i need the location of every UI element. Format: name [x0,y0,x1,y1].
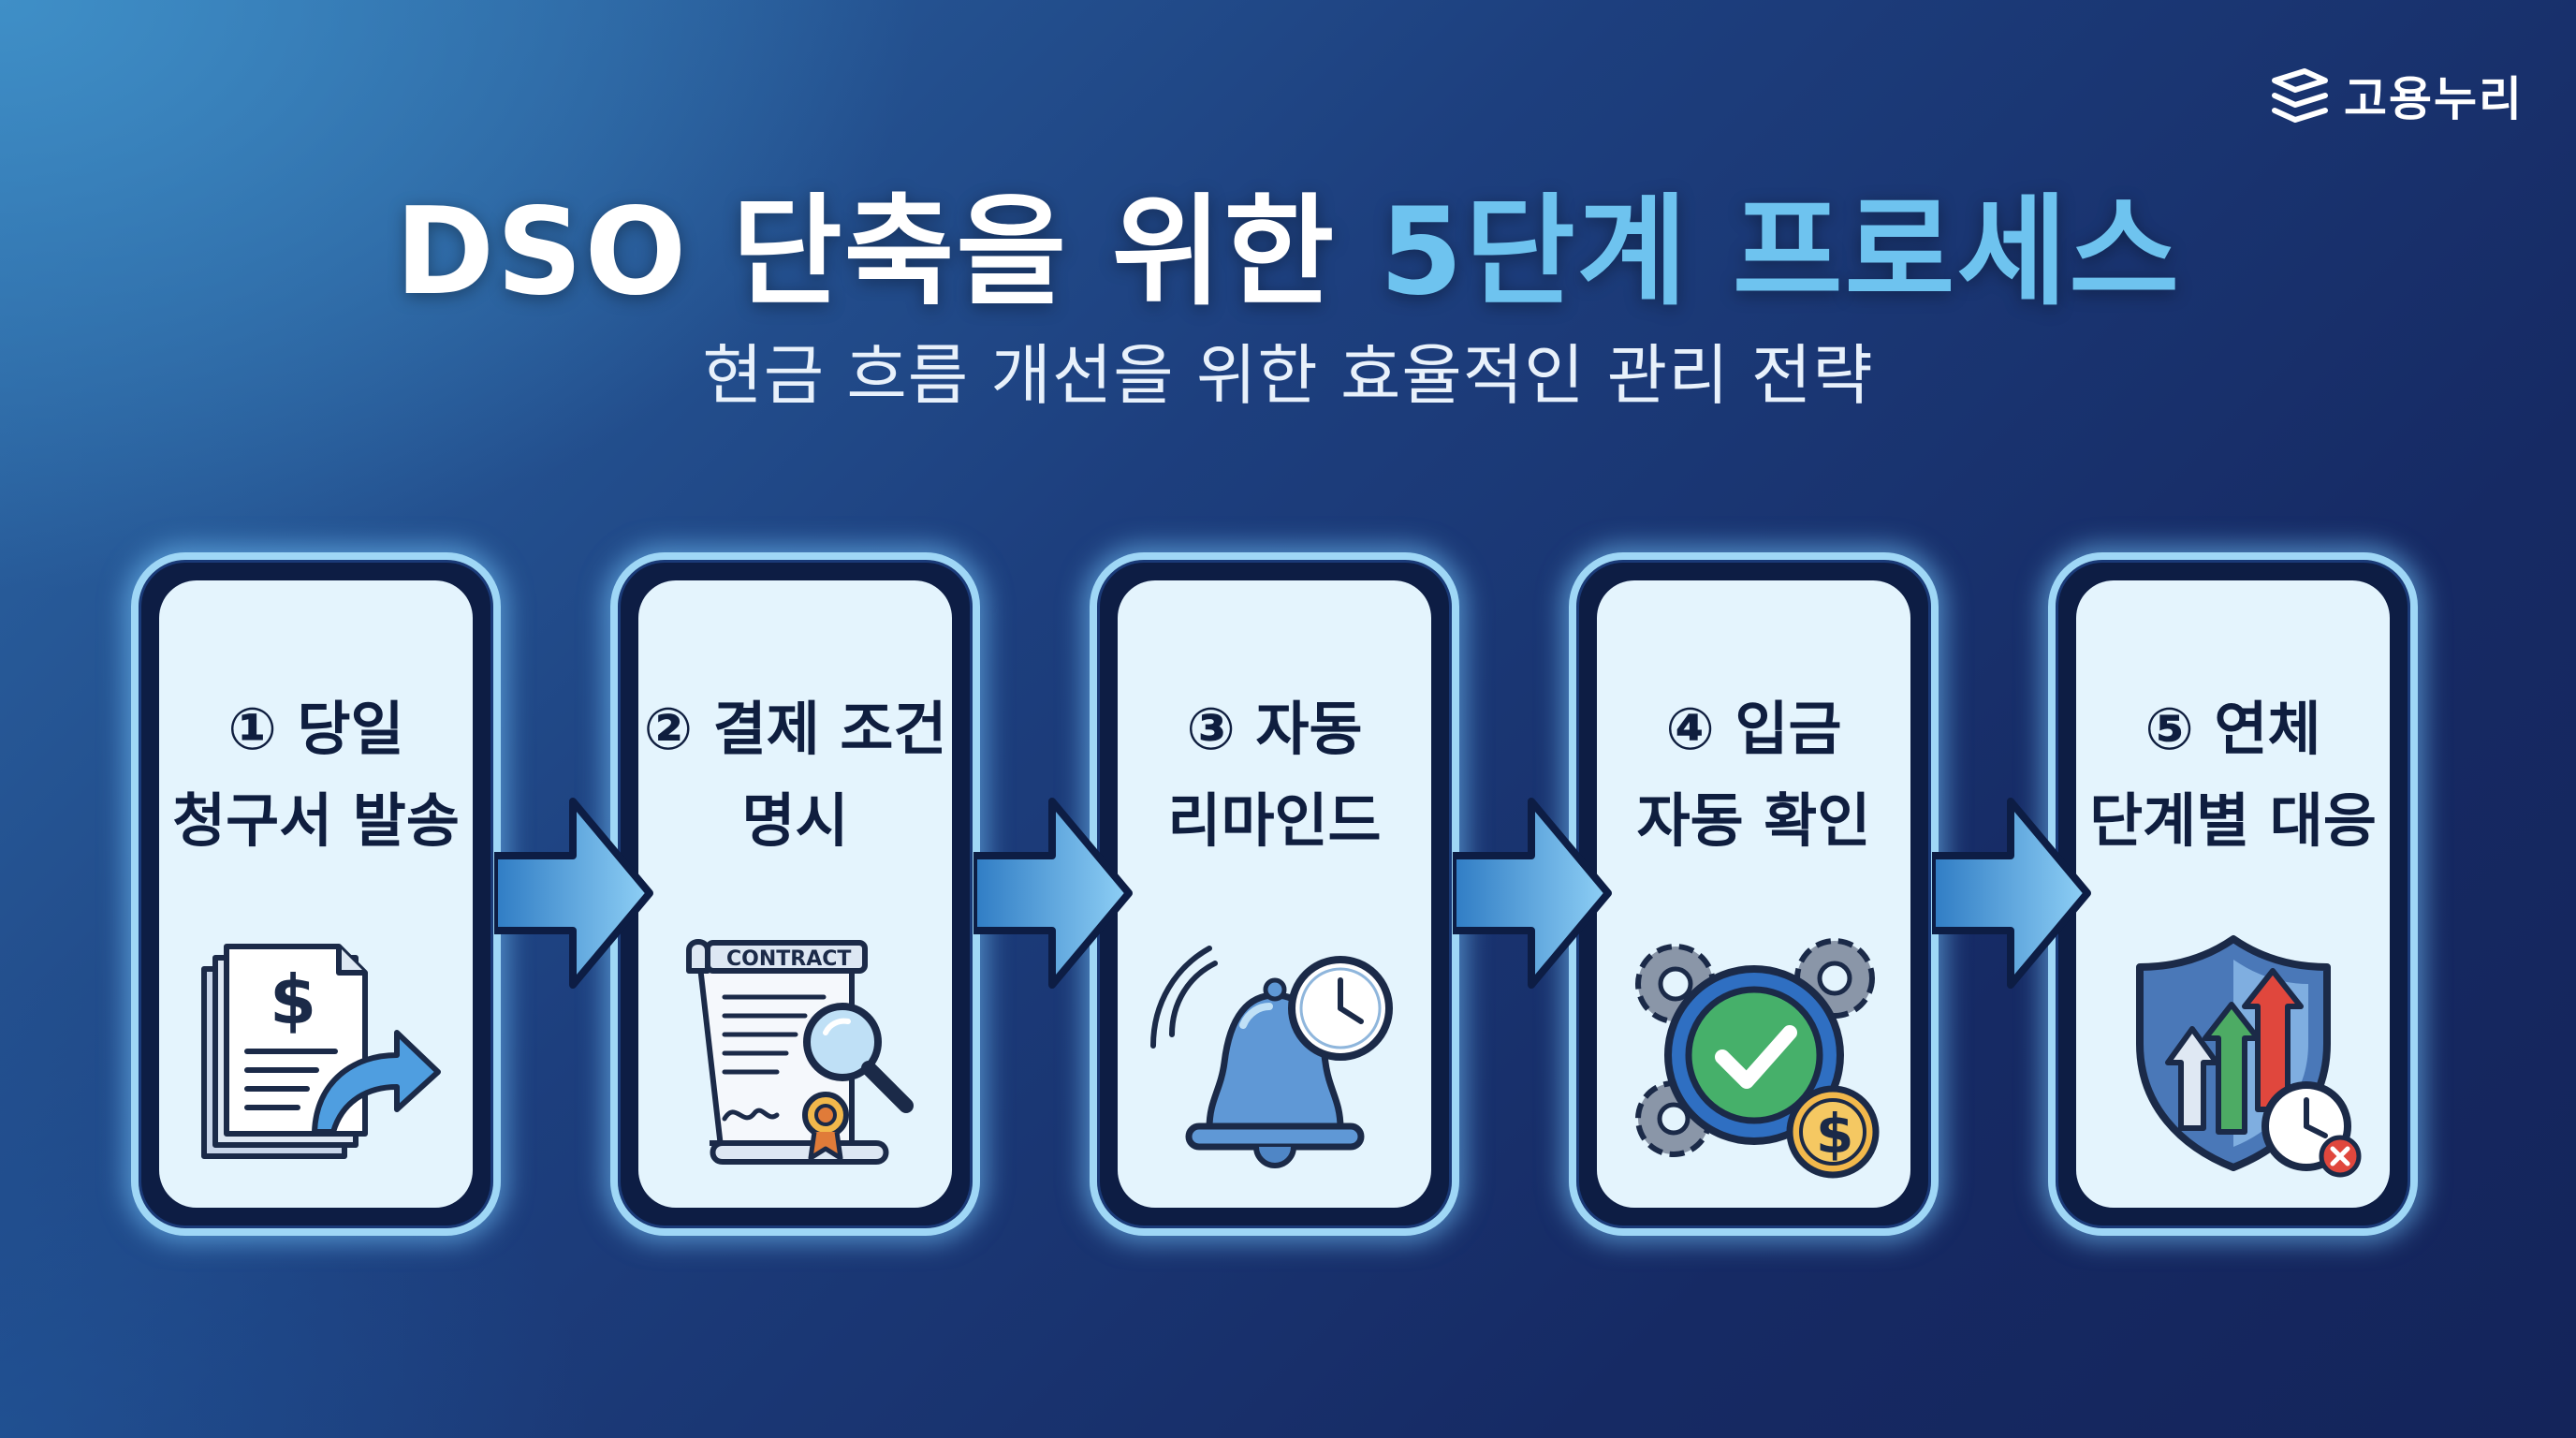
step-label: ④ 입금 자동 확인 [1597,683,1910,867]
step-label-line1: ③ 자동 [1186,695,1363,763]
bell-clock-icon [1149,946,1393,1168]
step-label-line1: ⑤ 연체 [2144,695,2321,763]
contract-icon: CONTRACT [685,939,914,1165]
step-label-line2: 리마인드 [1167,786,1382,855]
brand-name: 고용누리 [2344,72,2524,126]
title-main: DSO 단축을 위한 [395,183,1380,322]
flow-arrow-2 [973,798,1133,989]
step-card-body: ③ 자동 리마인드 [1118,580,1431,1208]
brand-mark-icon [2272,68,2328,123]
svg-text:$: $ [270,961,316,1039]
step-card-body: ① 당일 청구서 발송 $ [159,580,473,1208]
step-card-4: ④ 입금 자동 확인 $ [1569,552,1939,1236]
brand-logo: 고용누리 [2267,62,2524,129]
step-label-line2: 청구서 발송 [172,786,460,855]
step-label-line2: 명시 [741,786,849,855]
step-card-5: ⑤ 연체 단계별 대응 [2048,552,2418,1236]
step-label: ① 당일 청구서 발송 [159,683,473,867]
shield-chart-icon [2135,935,2361,1178]
page-subtitle: 현금 흐름 개선을 위한 효율적인 관리 전략 [702,337,1874,414]
step-label-line2: 단계별 대응 [2089,786,2377,855]
step-label: ② 결제 조건 명시 [638,683,952,867]
title-accent: 5단계 프로세스 [1379,183,2181,322]
step-label-line1: ② 결제 조건 [643,695,947,763]
gear-check-coin-icon: $ [1634,938,1879,1179]
flow-arrow-4 [1932,798,2091,989]
step-card-3: ③ 자동 리마인드 [1090,552,1459,1236]
step-card-1: ① 당일 청구서 발송 $ [131,552,501,1236]
flow-arrow-3 [1453,798,1612,989]
svg-text:$: $ [1816,1102,1853,1166]
contract-heading: CONTRACT [726,947,851,971]
step-card-2: ② 결제 조건 명시 CONTRACT [610,552,980,1236]
invoice-send-icon: $ [200,944,441,1159]
step-label-line2: 자동 확인 [1636,786,1871,855]
step-card-body: ② 결제 조건 명시 CONTRACT [638,580,952,1208]
step-label-line1: ① 당일 [227,695,404,763]
step-card-body: ⑤ 연체 단계별 대응 [2076,580,2390,1208]
step-label: ③ 자동 리마인드 [1118,683,1431,867]
step-label: ⑤ 연체 단계별 대응 [2076,683,2390,867]
step-label-line1: ④ 입금 [1665,695,1842,763]
flow-arrow-1 [494,798,653,989]
step-card-body: ④ 입금 자동 확인 $ [1597,580,1910,1208]
page-title: DSO 단축을 위한 5단계 프로세스 [0,154,2576,328]
